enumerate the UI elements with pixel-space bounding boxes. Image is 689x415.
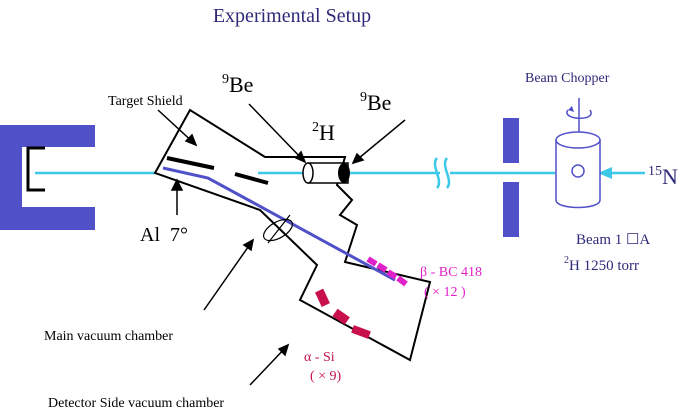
- label-2h-pressure: 2H 1250 torr: [564, 255, 639, 274]
- label-side-chamber: Detector Side vacuum chamber: [48, 396, 224, 411]
- beam-slit-upper: [503, 118, 519, 163]
- beam-chopper: [555, 98, 601, 209]
- label-2h-base: H: [319, 120, 335, 145]
- label-be9-right-base: Be: [367, 90, 391, 115]
- label-2h: 2H: [312, 120, 335, 145]
- label-beta-detector: β - BC 418: [420, 265, 482, 280]
- label-main-chamber: Main vacuum chamber: [44, 329, 173, 344]
- label-alpha-count: ( × 9): [310, 369, 342, 384]
- target-shield-bar-2: [234, 172, 269, 185]
- label-2h-sup: 2: [312, 120, 319, 135]
- label-be9-left-base: Be: [229, 72, 253, 97]
- beam-break-icon: [433, 157, 451, 189]
- label-al-angle: Al 7°: [140, 224, 188, 246]
- label-alpha-detector: α - Si: [304, 350, 335, 365]
- label-target-shield: Target Shield: [108, 94, 183, 109]
- label-n15: 15N: [648, 164, 678, 189]
- gas-cell-2h: [302, 162, 350, 184]
- label-n15-sup: 15: [648, 164, 662, 179]
- beta-detector-array: [366, 256, 408, 287]
- rotation-icon: [262, 214, 294, 244]
- label-be9-right: 9Be: [360, 90, 391, 115]
- left-detector-block: [0, 125, 95, 230]
- label-2h-pressure-base: H 1250 torr: [569, 258, 639, 274]
- label-be9-left-sup: 9: [222, 72, 229, 87]
- target-shield-bar-1: [166, 156, 215, 170]
- label-be9-right-sup: 9: [360, 90, 367, 105]
- detector-arm: [162, 166, 396, 282]
- diagram-title: Experimental Setup: [213, 5, 371, 27]
- label-2h-pressure-sup: 2: [564, 255, 569, 266]
- n15-arrow-icon: [598, 167, 612, 179]
- beam-slit-lower: [503, 182, 519, 237]
- label-arrows: [157, 103, 406, 386]
- label-beam-current: Beam 1 ☐A: [576, 232, 650, 248]
- vacuum-chamber-outline: [153, 108, 432, 362]
- label-beam-chopper: Beam Chopper: [525, 71, 610, 86]
- alpha-detector-array: [314, 288, 371, 339]
- label-n15-base: N: [662, 164, 678, 189]
- label-beta-count: ( × 12 ): [424, 285, 466, 300]
- label-be9-left: 9Be: [222, 72, 253, 97]
